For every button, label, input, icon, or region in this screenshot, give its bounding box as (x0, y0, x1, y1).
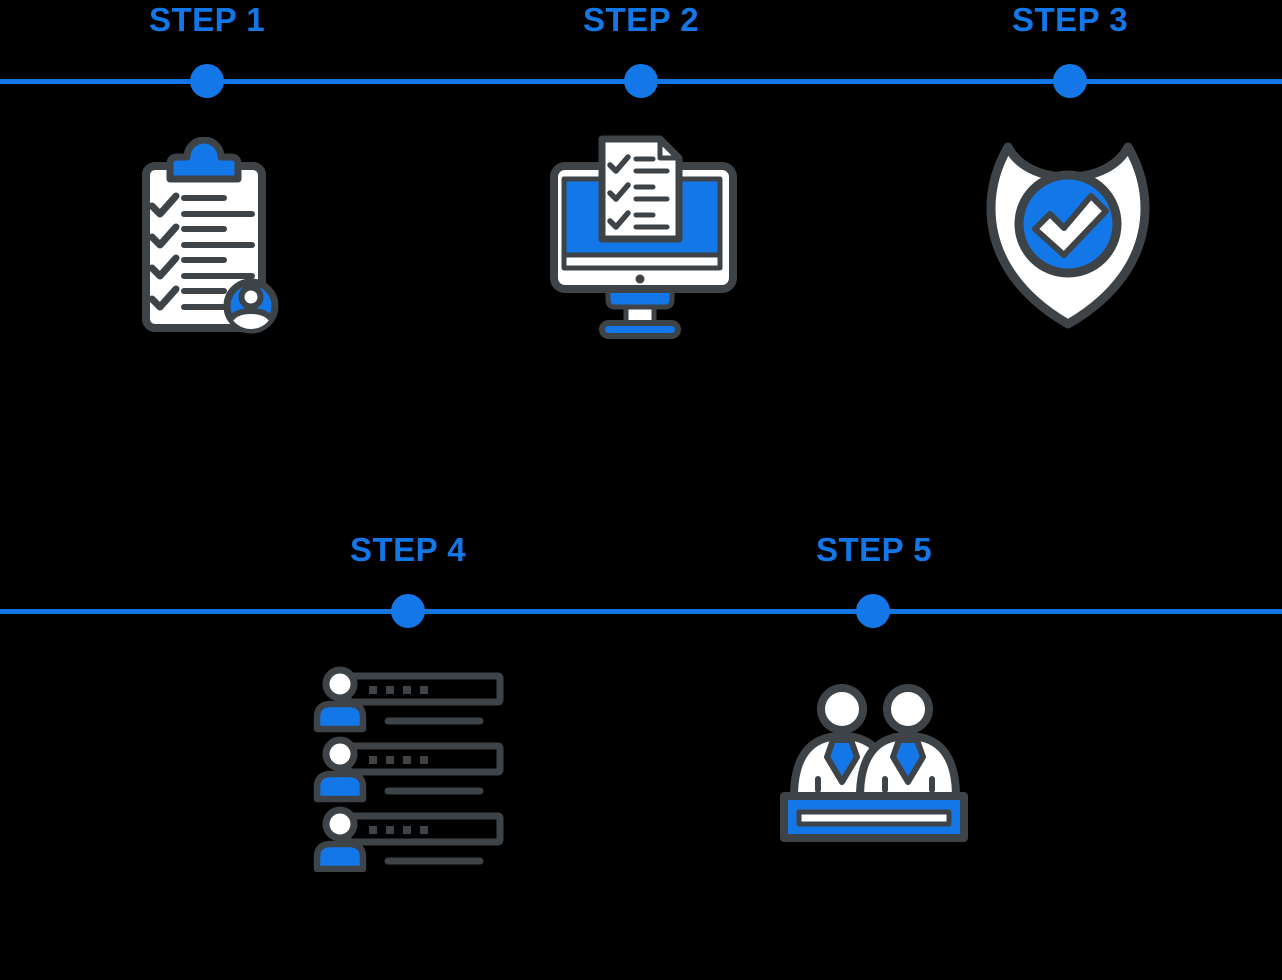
step-4-node-dot (391, 594, 425, 628)
step-3-label: STEP 3 (1011, 1, 1129, 38)
user-list-icon (313, 666, 504, 872)
step-1-node-dot (190, 64, 224, 98)
review-panel-desk-icon (780, 684, 968, 842)
clipboard-checklist-user-icon (142, 137, 279, 334)
timeline-bottom-line (0, 609, 1282, 614)
step-5-node-dot (856, 594, 890, 628)
step-3-node-dot (1053, 64, 1087, 98)
step-1-label: STEP 1 (148, 1, 266, 38)
shield-check-icon (986, 142, 1150, 329)
step-2-node-dot (624, 64, 658, 98)
step-5-label: STEP 5 (815, 531, 933, 568)
step-2-label: STEP 2 (582, 1, 700, 38)
monitor-checklist-icon (550, 135, 737, 339)
step-4-label: STEP 4 (349, 531, 467, 568)
